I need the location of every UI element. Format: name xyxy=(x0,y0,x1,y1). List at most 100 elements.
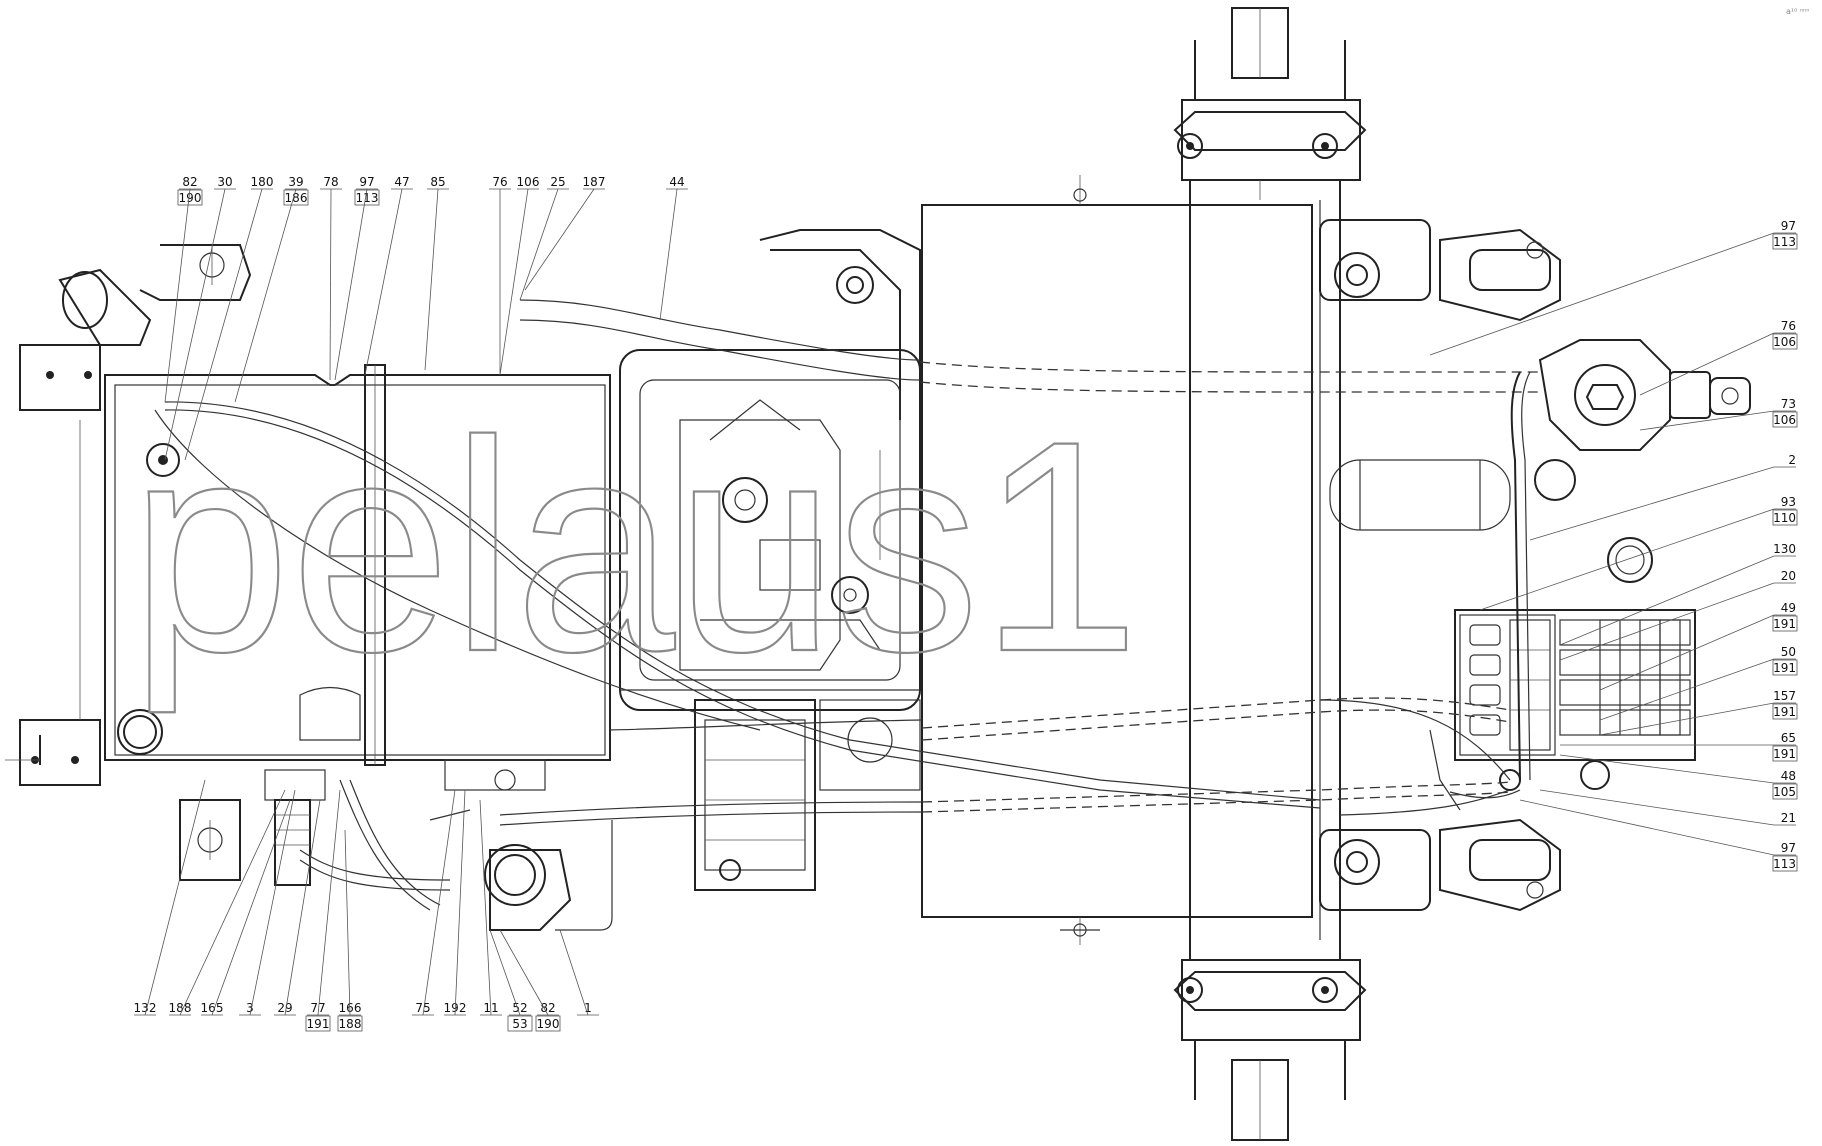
callout: 29 xyxy=(274,799,321,1016)
callout: 20 xyxy=(1559,569,1796,661)
callout: 165 xyxy=(201,799,291,1016)
callout: 21 xyxy=(1539,789,1796,826)
callout-subnumber: 186 xyxy=(285,191,308,205)
callout-number: 82 xyxy=(540,1001,555,1015)
callout: 47 xyxy=(364,175,413,376)
callout-number: 39 xyxy=(288,175,303,189)
callout-number: 180 xyxy=(251,175,274,189)
callout: 25 xyxy=(519,175,569,301)
bottom-brackets xyxy=(264,759,546,886)
callout-subnumber: 113 xyxy=(356,191,379,205)
callout: 180 xyxy=(184,175,274,461)
callout-number: 2 xyxy=(1788,453,1796,467)
callout: 187 xyxy=(524,175,606,291)
callout-number: 30 xyxy=(217,175,232,189)
callout-subnumber: 191 xyxy=(1773,747,1796,761)
callout-number: 47 xyxy=(394,175,409,189)
callout-number: 188 xyxy=(169,1001,192,1015)
callout: 3 xyxy=(239,789,296,1016)
callout-number: 76 xyxy=(492,175,507,189)
corner-mark: a¹⁰ ⁿⁿⁿ xyxy=(1786,7,1809,16)
callout-number: 49 xyxy=(1781,601,1796,615)
callout-number: 77 xyxy=(310,1001,325,1015)
callout-number: 106 xyxy=(517,175,540,189)
callout-number: 132 xyxy=(134,1001,157,1015)
callout: 44 xyxy=(659,175,688,321)
callout-number: 44 xyxy=(669,175,684,189)
callout: 76 xyxy=(489,175,511,375)
callout-subnumber: 190 xyxy=(537,1017,560,1031)
callout: 2 xyxy=(1529,453,1796,541)
callout-number: 97 xyxy=(1781,219,1796,233)
callout-number: 97 xyxy=(359,175,374,189)
callout-subnumber: 190 xyxy=(179,191,202,205)
callout: 78 xyxy=(320,175,342,381)
callout: 130 xyxy=(1559,542,1796,646)
callout: 106 xyxy=(499,175,540,376)
callout-number: 97 xyxy=(1781,841,1796,855)
callout-subnumber: 106 xyxy=(1773,413,1796,427)
callout-number: 29 xyxy=(277,1001,292,1015)
callout-number: 85 xyxy=(430,175,445,189)
callout-subnumber: 191 xyxy=(307,1017,330,1031)
callout-number: 20 xyxy=(1781,569,1796,583)
callout: 188 xyxy=(169,789,286,1016)
callout: 75 xyxy=(412,789,456,1016)
callout-number: 3 xyxy=(246,1001,254,1015)
watermark: pelaus1 xyxy=(130,378,1140,716)
callout: 132 xyxy=(134,779,206,1016)
callout-number: 48 xyxy=(1781,769,1796,783)
callout-number: 1 xyxy=(584,1001,592,1015)
callout-subnumber: 53 xyxy=(512,1017,527,1031)
fuel-tank xyxy=(5,244,611,881)
callout-subnumber: 105 xyxy=(1773,785,1796,799)
callout-number: 165 xyxy=(201,1001,224,1015)
callout: 49 191 xyxy=(1599,601,1798,691)
callout-subnumber: 188 xyxy=(339,1017,362,1031)
engine-assembly xyxy=(484,229,921,931)
callout-number: 187 xyxy=(583,175,606,189)
cab-outline xyxy=(921,204,1313,918)
callout-number: 75 xyxy=(415,1001,430,1015)
callout: 30 xyxy=(164,175,236,461)
callout-number: 73 xyxy=(1781,397,1796,411)
callout-number: 130 xyxy=(1773,542,1796,556)
callout: 1 xyxy=(559,929,599,1016)
callout-subnumber: 191 xyxy=(1773,705,1796,719)
callout-number: 93 xyxy=(1781,495,1796,509)
callout-number: 76 xyxy=(1781,319,1796,333)
callout-number: 21 xyxy=(1781,811,1796,825)
callout-subnumber: 191 xyxy=(1773,617,1796,631)
callout-number: 52 xyxy=(512,1001,527,1015)
callout-number: 25 xyxy=(550,175,565,189)
callout-subnumber: 113 xyxy=(1773,235,1796,249)
callout: 11 xyxy=(479,799,502,1016)
fuel-lines xyxy=(154,299,1540,911)
callout-number: 78 xyxy=(323,175,338,189)
callout: 192 xyxy=(444,789,466,1016)
callout-number: 157 xyxy=(1773,689,1796,703)
rear-axle-assembly xyxy=(1173,7,1751,1141)
callout-subnumber: 113 xyxy=(1773,857,1796,871)
callout-subnumber: 191 xyxy=(1773,661,1796,675)
callout-number: 65 xyxy=(1781,731,1796,745)
distributor-block xyxy=(1454,609,1696,761)
callout-subnumber: 110 xyxy=(1773,511,1796,525)
